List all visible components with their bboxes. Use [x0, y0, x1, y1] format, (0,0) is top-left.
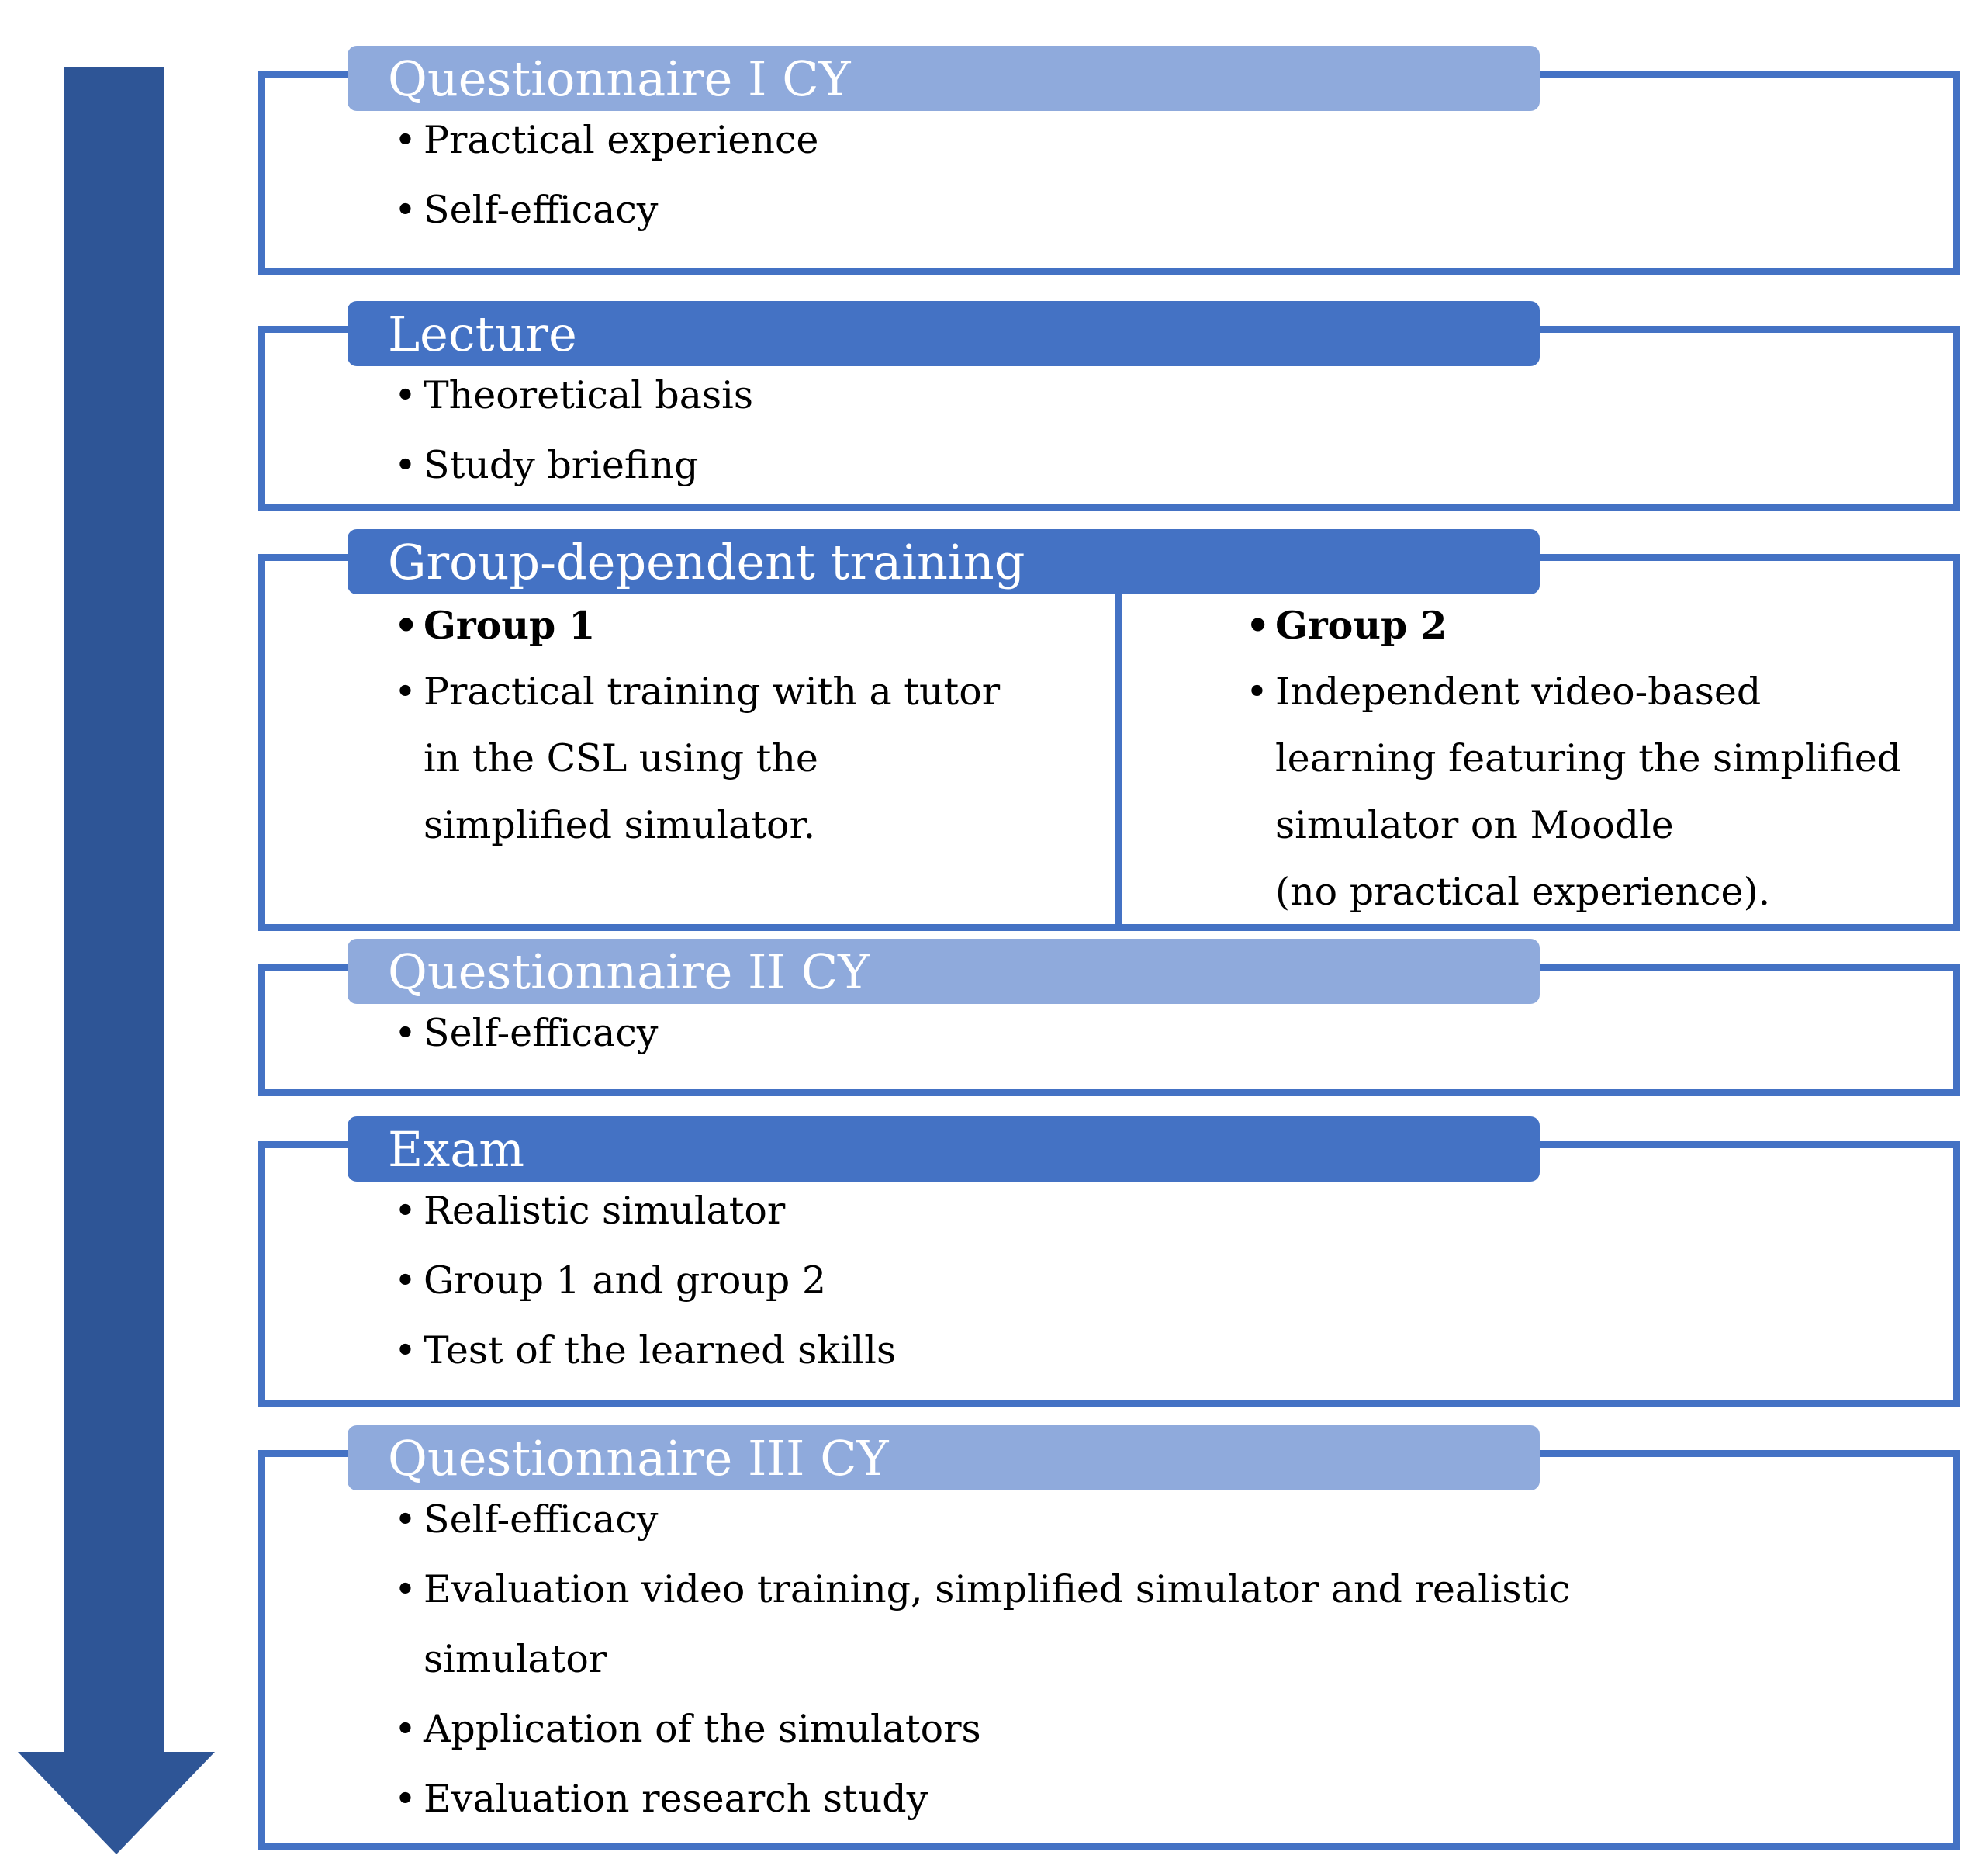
- column-divider: [1115, 587, 1122, 924]
- section-title: Exam: [388, 1120, 524, 1178]
- header-questionnaire-1: Questionnaire I CY: [348, 46, 1540, 111]
- bullet-item: Evaluation research study: [394, 1764, 1938, 1834]
- section-title: Lecture: [388, 305, 577, 362]
- bullet-item: Study briefing: [394, 431, 1938, 500]
- section-questionnaire-1: Questionnaire I CY Practical experience …: [258, 46, 1960, 275]
- header-questionnaire-3: Questionnaire III CY: [348, 1425, 1540, 1490]
- section-questionnaire-2: Questionnaire II CY Self-efficacy: [258, 939, 1960, 1096]
- bullet-list: Theoretical basis Study briefing: [394, 361, 1938, 500]
- section-group-dependent-training: Group-dependent training Group 1 Practic…: [258, 529, 1960, 931]
- bullet-list: Self-efficacy: [394, 999, 1938, 1068]
- header-exam: Exam: [348, 1116, 1540, 1182]
- bullet-list: Practical experience Self-efficacy: [394, 106, 1938, 245]
- header-group-dependent-training: Group-dependent training: [348, 529, 1540, 594]
- bullet-item: Practical experience: [394, 106, 1938, 175]
- header-questionnaire-2: Questionnaire II CY: [348, 939, 1540, 1004]
- group-1-bullet-list: Group 1 Practical training with a tutor …: [394, 592, 1115, 859]
- bullet-item: Practical training with a tutor in the C…: [394, 659, 1115, 859]
- section-lecture: Lecture Theoretical basis Study briefing: [258, 301, 1960, 511]
- bullet-item: Self-efficacy: [394, 1485, 1938, 1555]
- section-title: Questionnaire I CY: [388, 50, 851, 107]
- bullet-list: Self-efficacy Evaluation video training,…: [394, 1485, 1938, 1834]
- bullet-item: Group 1: [394, 592, 1115, 659]
- bullet-item: Test of the learned skills: [394, 1316, 1938, 1386]
- bullet-item: Independent video-based learning featuri…: [1246, 659, 1953, 926]
- section-title: Group-dependent training: [388, 533, 1025, 590]
- section-title: Questionnaire II CY: [388, 943, 870, 1000]
- section-questionnaire-3: Questionnaire III CY Self-efficacy Evalu…: [258, 1425, 1960, 1850]
- bullet-item: Application of the simulators: [394, 1694, 1938, 1764]
- section-title: Questionnaire III CY: [388, 1429, 889, 1487]
- group-2-bullet-list: Group 2 Independent video-based learning…: [1246, 592, 1953, 926]
- bullet-list: Realistic simulator Group 1 and group 2 …: [394, 1176, 1938, 1386]
- bullet-item: Group 1 and group 2: [394, 1246, 1938, 1316]
- down-arrow-shaft: [64, 67, 164, 1752]
- bullet-item: Theoretical basis: [394, 361, 1938, 431]
- bullet-item: Self-efficacy: [394, 999, 1938, 1068]
- header-lecture: Lecture: [348, 301, 1540, 366]
- bullet-item: Group 2: [1246, 592, 1953, 659]
- bullet-item: Realistic simulator: [394, 1176, 1938, 1246]
- bullet-item: Evaluation video training, simplified si…: [394, 1555, 1938, 1694]
- section-exam: Exam Realistic simulator Group 1 and gro…: [258, 1116, 1960, 1407]
- bullet-item: Self-efficacy: [394, 175, 1938, 245]
- down-arrow-head-icon: [18, 1752, 215, 1854]
